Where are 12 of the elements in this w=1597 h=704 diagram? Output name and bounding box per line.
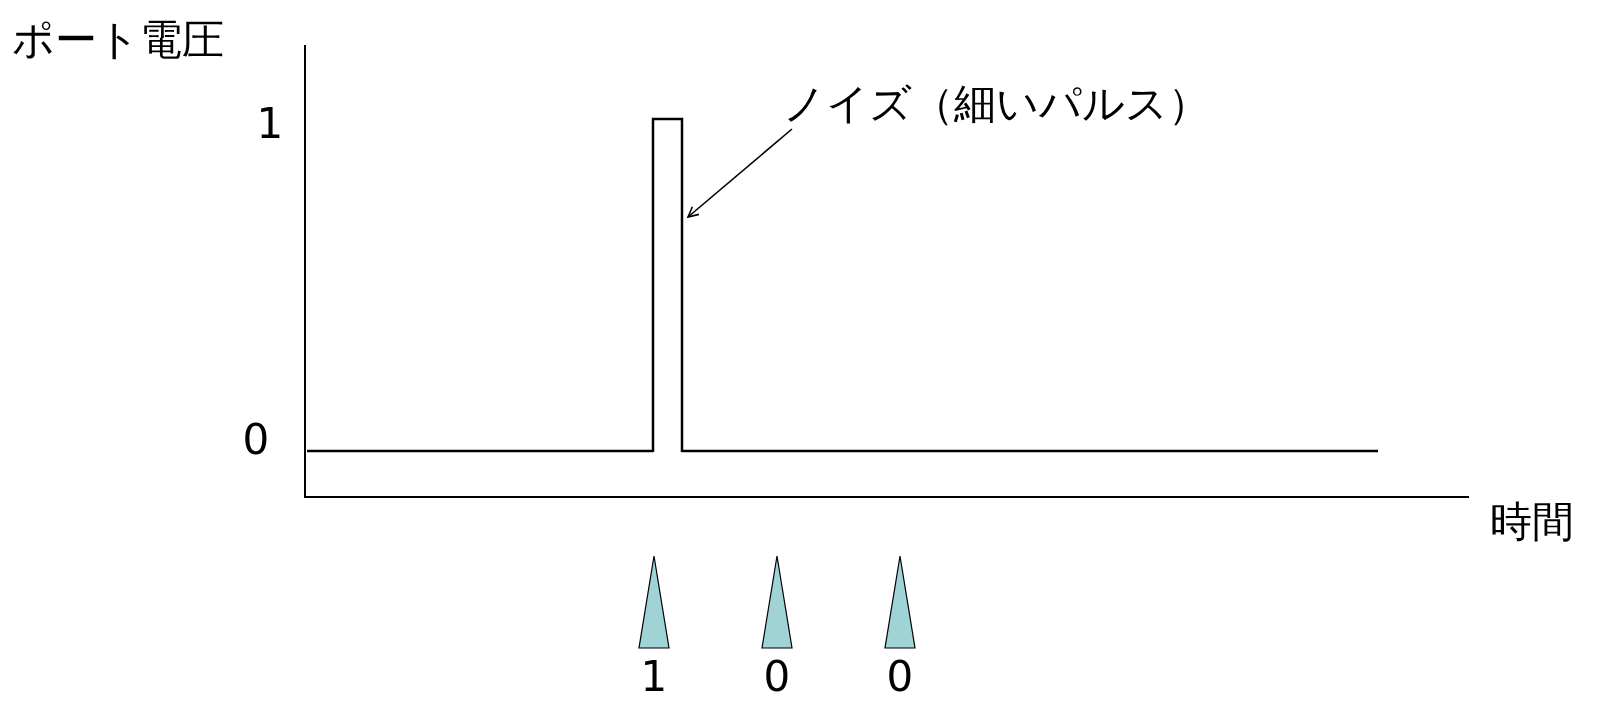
tick-label: 0: [242, 419, 270, 461]
tick-label: 1: [256, 103, 284, 145]
sample-marker: [884, 555, 916, 649]
axis-label: 時間: [1490, 501, 1574, 543]
leader-arrow: [687, 128, 793, 218]
sample-value: 1: [640, 656, 668, 698]
sample-marker: [638, 555, 670, 649]
sample-value: 0: [886, 656, 914, 698]
axis-label: ポート電圧: [12, 19, 224, 61]
sample-value: 0: [763, 656, 791, 698]
sample-marker: [761, 555, 793, 649]
annotation-text: ノイズ（細いパルス）: [783, 83, 1210, 125]
